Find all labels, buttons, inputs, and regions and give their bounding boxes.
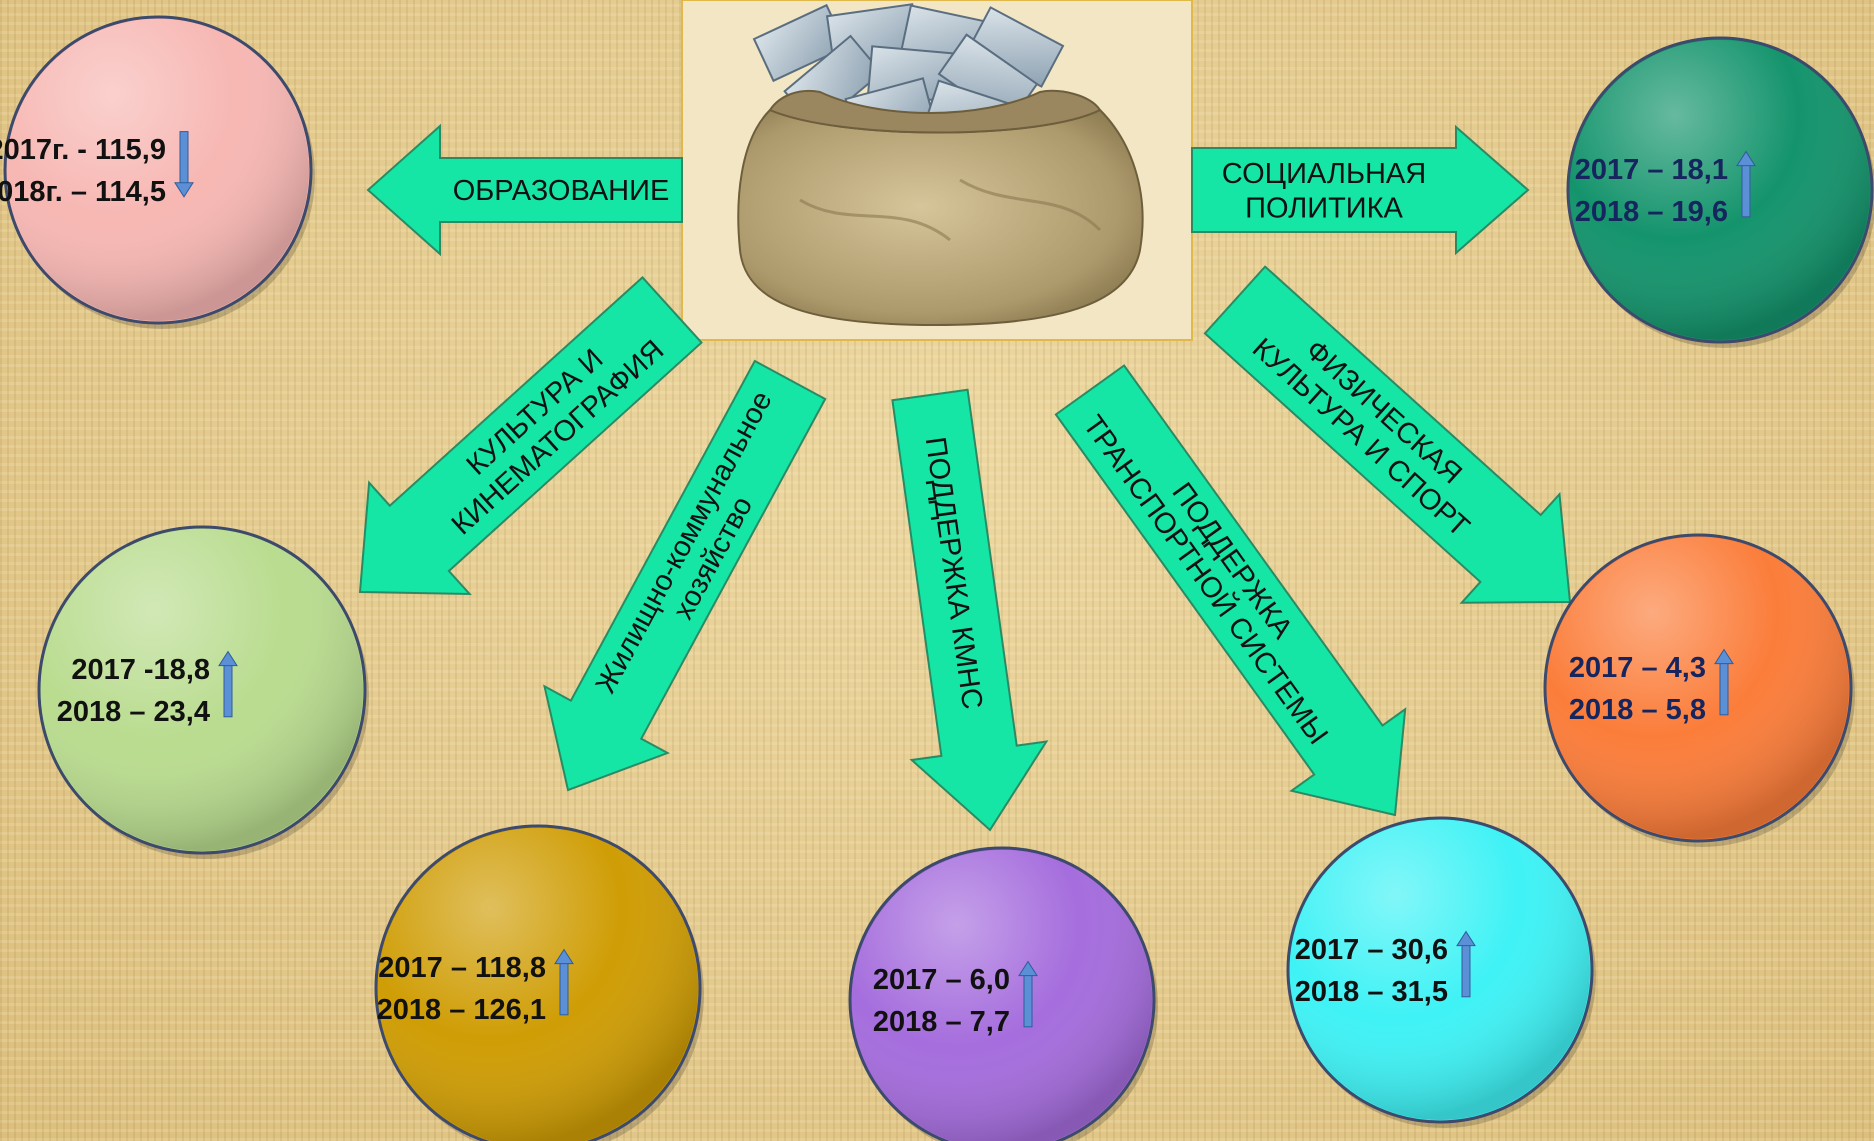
circle-education: 2017г. - 115,9 2018г. – 114,5: [0, 15, 315, 329]
arrow-label-education: ОБРАЗОВАНИЕ: [453, 175, 670, 207]
circle-transport: 2017 – 30,6 2018 – 31,5: [1286, 816, 1596, 1128]
value-2017: 2017 – 118,8: [378, 952, 546, 984]
value-2017: 2017г. - 115,9: [0, 134, 166, 166]
circle-values-culture: 2017 -18,8 2018 – 23,4: [57, 654, 210, 728]
value-2017: 2017 -18,8: [71, 654, 210, 686]
trend-up-icon: [1714, 648, 1734, 716]
circle-sport: 2017 – 4,3 2018 – 5,8: [1543, 533, 1855, 847]
circle-values-kmns: 2017 – 6,0 2018 – 7,7: [873, 964, 1010, 1038]
trend-up-icon: [1456, 930, 1476, 998]
circle-values-sport: 2017 – 4,3 2018 – 5,8: [1569, 652, 1706, 726]
money-bag-icon: [681, 0, 1193, 341]
trend-up-icon: [554, 948, 574, 1016]
circle-gloss: [41, 529, 363, 851]
trend-up-icon: [218, 650, 238, 718]
arrow-shape-social: [1191, 124, 1530, 256]
value-2017: 2017 – 18,1: [1575, 154, 1728, 186]
arrow-kmns: ПОДДЕРЖКА КМНС: [891, 388, 1049, 832]
arrow-shape-housing: [543, 359, 827, 792]
value-2018: 2018 – 7,7: [873, 1006, 1010, 1038]
arrow-education: ОБРАЗОВАНИЕ: [366, 123, 683, 257]
arrow-label-line: ОБРАЗОВАНИЕ: [453, 175, 670, 207]
value-2018: 2018 – 5,8: [1569, 694, 1706, 726]
circle-gloss: [7, 19, 309, 321]
circle-values-education: 2017г. - 115,9 2018г. – 114,5: [0, 134, 166, 208]
arrow-shape-education: [366, 123, 683, 257]
arrow-shape-culture: [358, 275, 703, 596]
value-2018: 2018 – 126,1: [377, 994, 546, 1026]
value-2018: 2018 – 31,5: [1295, 976, 1448, 1008]
circle-gloss: [1570, 40, 1870, 340]
circle-values-transport: 2017 – 30,6 2018 – 31,5: [1295, 934, 1448, 1008]
arrow-label-line: СОЦИАЛЬНАЯ: [1222, 158, 1426, 190]
value-2017: 2017 – 30,6: [1295, 934, 1448, 966]
circle-gloss: [852, 850, 1152, 1141]
circle-kmns: 2017 – 6,0 2018 – 7,7: [848, 846, 1158, 1141]
arrow-culture: КУЛЬТУРА ИКИНЕМАТОГРАФИЯ: [358, 275, 703, 596]
arrow-shape-sport: [1203, 265, 1572, 604]
arrow-sport: ФИЗИЧЕСКАЯКУЛЬТУРА И СПОРТ: [1203, 265, 1572, 604]
circle-values-housing: 2017 – 118,8 2018 – 126,1: [377, 952, 546, 1026]
value-2018: 2018г. – 114,5: [0, 176, 166, 208]
circle-gloss: [378, 828, 698, 1141]
circle-social: 2017 – 18,1 2018 – 19,6: [1566, 36, 1874, 348]
trend-up-icon: [1018, 960, 1038, 1028]
trend-down-icon: [174, 131, 194, 198]
circle-values-social: 2017 – 18,1 2018 – 19,6: [1575, 154, 1728, 228]
arrow-label-line: ПОЛИТИКА: [1245, 192, 1403, 224]
trend-up-icon: [1736, 150, 1756, 218]
circle-culture: 2017 -18,8 2018 – 23,4: [37, 525, 369, 859]
value-2018: 2018 – 23,4: [57, 696, 210, 728]
circle-gloss: [1290, 820, 1590, 1120]
value-2018: 2018 – 19,6: [1575, 196, 1728, 228]
arrow-shape-transport: [1054, 364, 1407, 817]
circle-gloss: [1547, 537, 1849, 839]
arrow-shape-kmns: [891, 388, 1049, 832]
value-2017: 2017 – 4,3: [1569, 652, 1706, 684]
arrow-label-line: ТРАНСПОРТНОЙ СИСТЕМЫ: [1076, 409, 1335, 751]
circle-housing: 2017 – 118,8 2018 – 126,1: [374, 824, 704, 1141]
value-2017: 2017 – 6,0: [873, 964, 1010, 996]
